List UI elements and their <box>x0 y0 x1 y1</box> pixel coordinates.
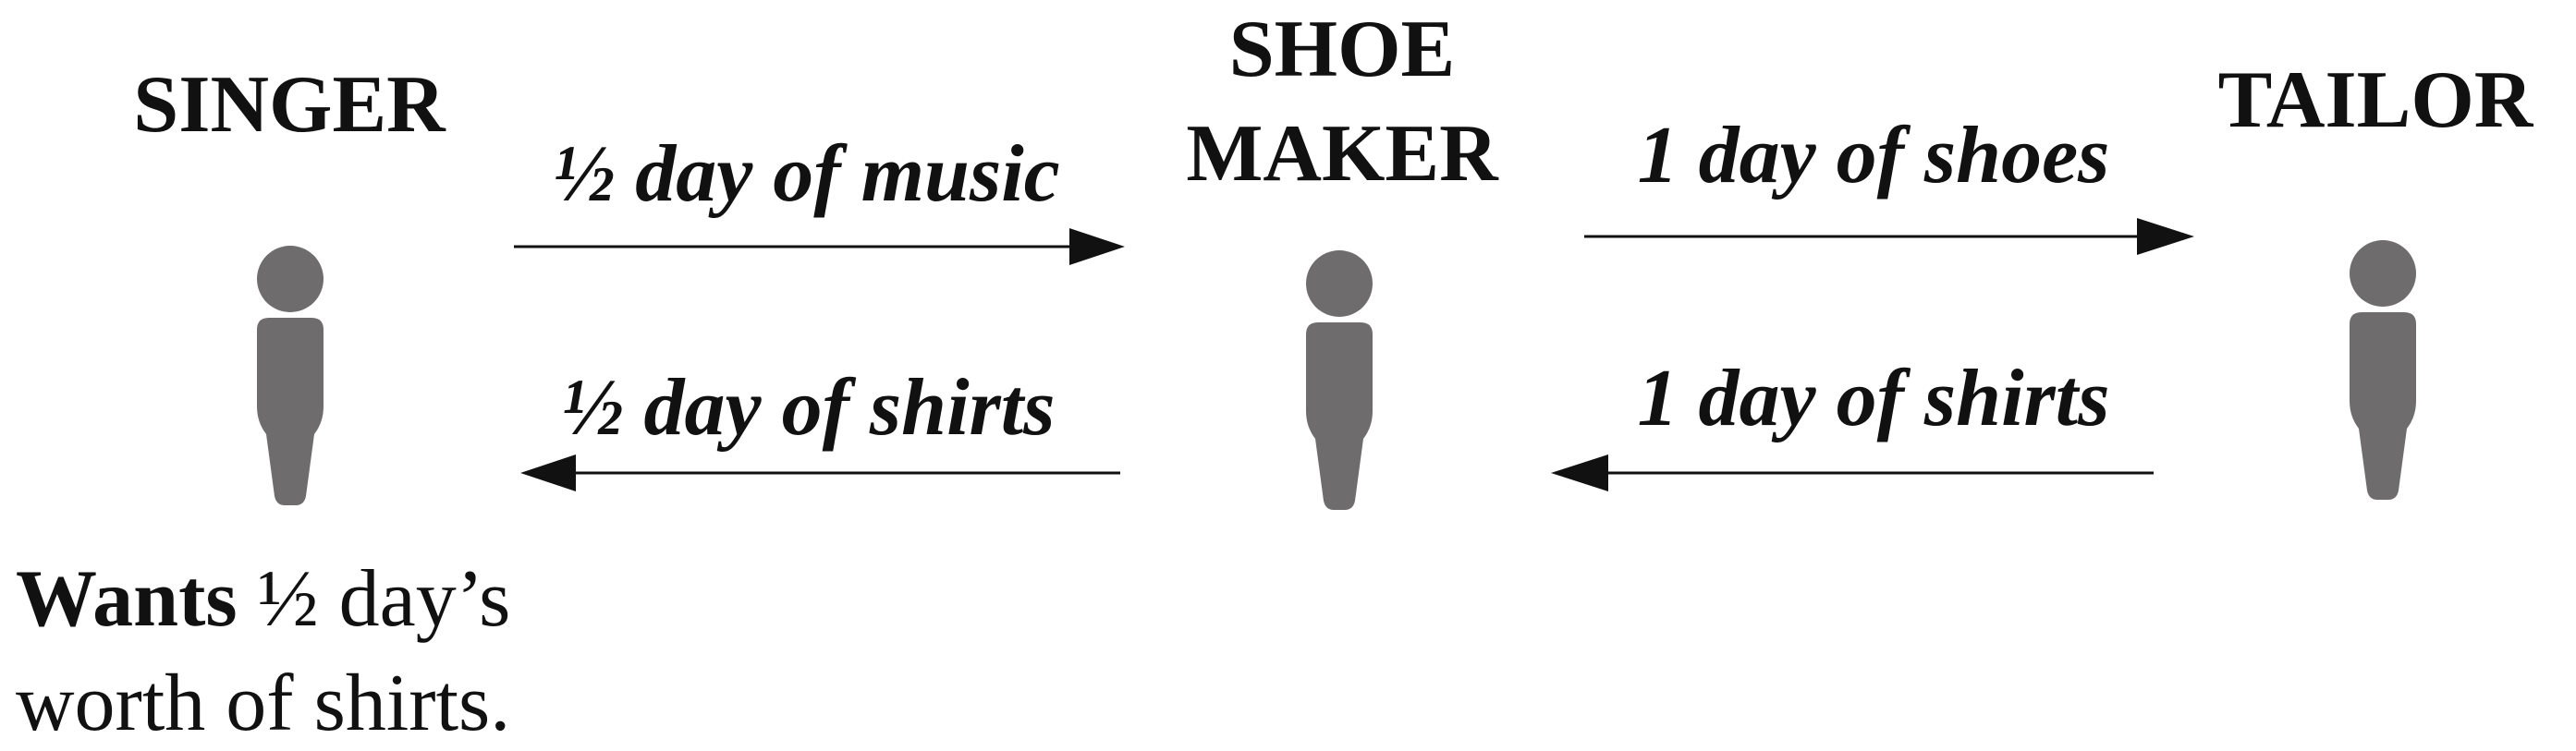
flow-label-shoes: 1 day of shoes <box>1638 111 2110 200</box>
singer-want-note-line2: worth of shirts. <box>16 659 510 748</box>
shoemaker-label-line2: MAKER <box>1186 109 1499 199</box>
tailor-label: TAILOR <box>2218 55 2534 145</box>
singer-person-icon <box>257 246 324 505</box>
arrow-singer-to-shoemaker <box>514 228 1125 265</box>
arrow-shoemaker-to-singer <box>520 454 1120 491</box>
flow-label-half-shirts: ½ day of shirts <box>563 363 1056 453</box>
arrow-tailor-to-shoemaker <box>1551 454 2154 491</box>
note-line1-rest: ½ day’s <box>238 554 511 644</box>
note-strong-word: Wants <box>16 554 238 644</box>
flow-label-music: ½ day of music <box>554 129 1060 219</box>
shoemaker-person-icon <box>1306 250 1373 510</box>
flow-label-full-shirts: 1 day of shirts <box>1638 354 2110 443</box>
singer-want-note-line1: Wants ½ day’s <box>16 554 510 644</box>
arrow-shoemaker-to-tailor <box>1584 218 2194 255</box>
tailor-person-icon <box>2350 240 2416 500</box>
shoemaker-label-line1: SHOE <box>1229 5 1456 94</box>
singer-label: SINGER <box>133 60 446 150</box>
